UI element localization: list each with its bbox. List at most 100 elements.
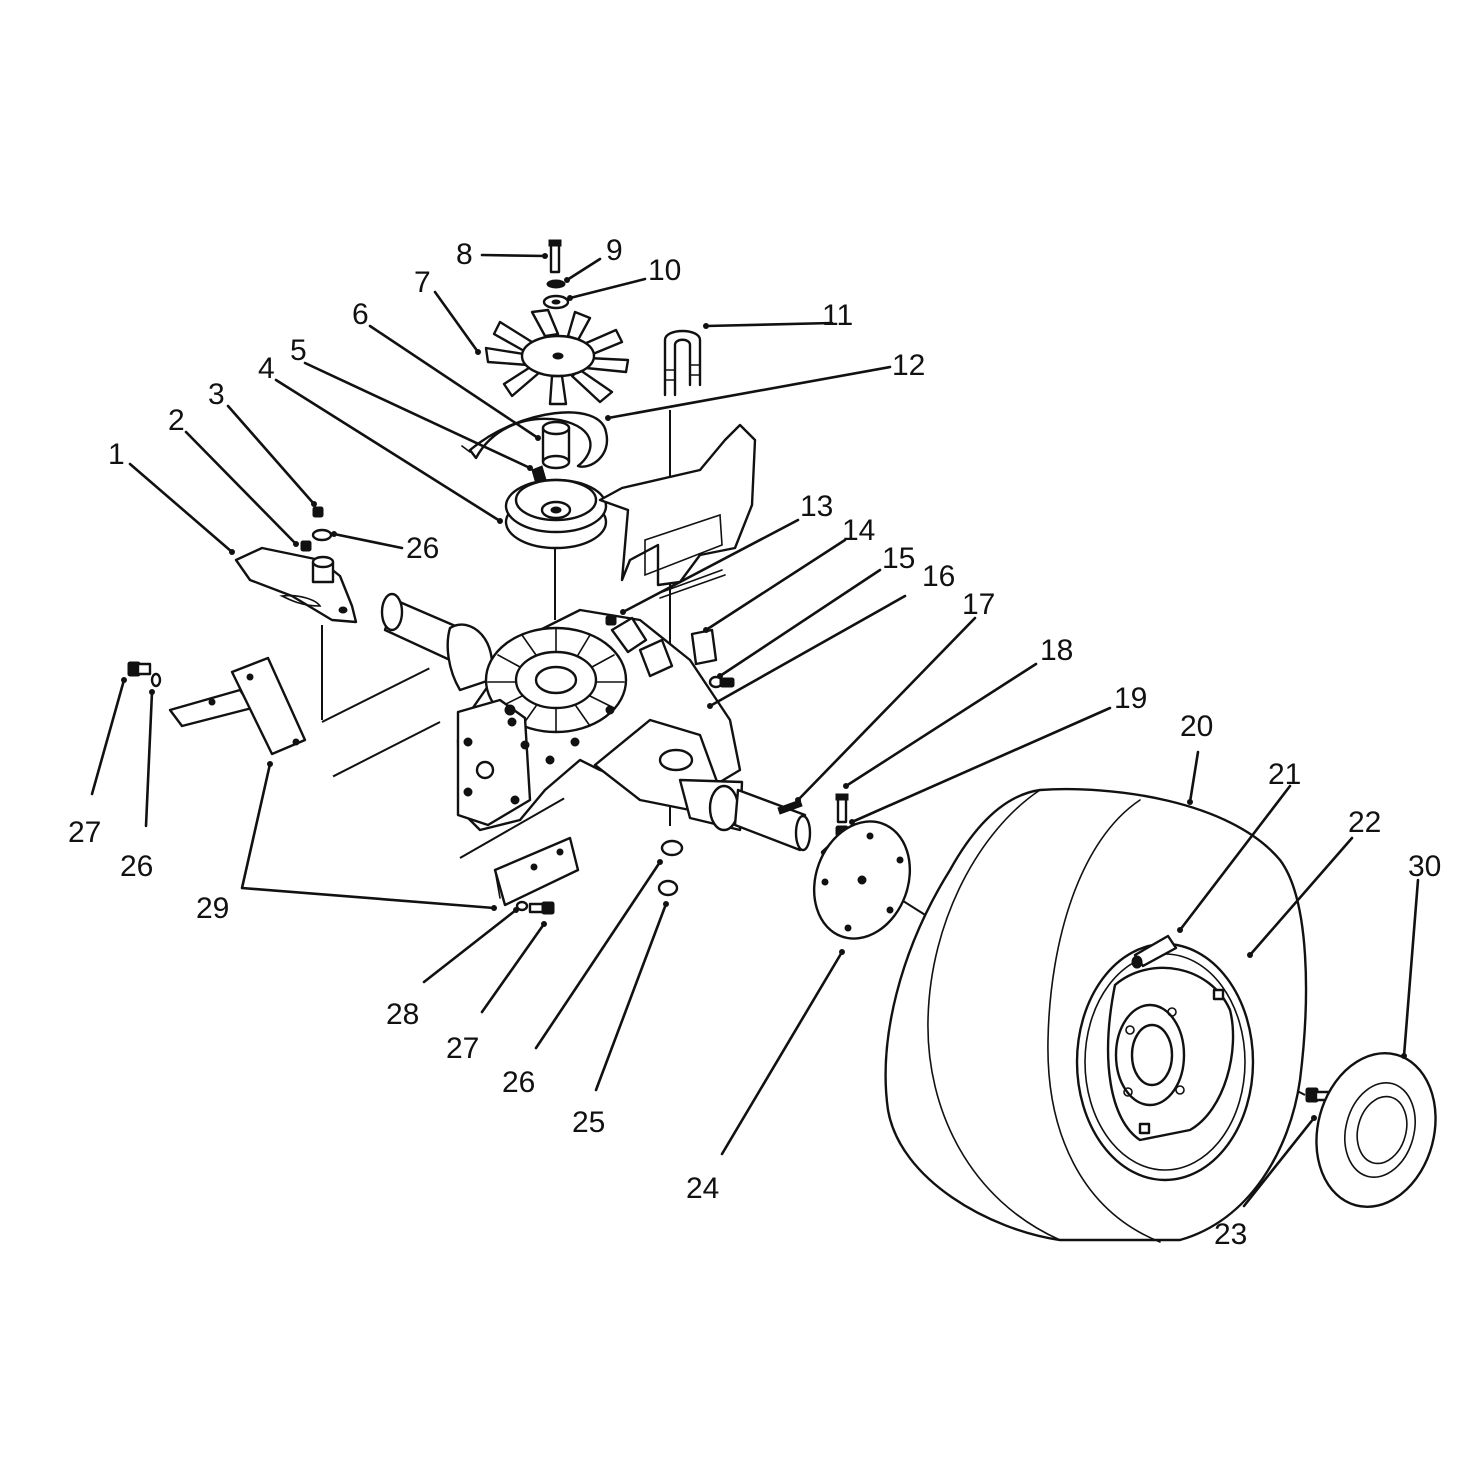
- callout-20: 20: [1180, 710, 1213, 743]
- leader-27b: [480, 922, 546, 1014]
- callout-14: 14: [842, 514, 875, 547]
- leader-10: [568, 277, 647, 300]
- hub-24: [812, 820, 912, 940]
- callout-5: 5: [290, 334, 307, 367]
- callout-11: 11: [822, 299, 853, 332]
- hub-cap-30: [1315, 1051, 1437, 1209]
- leader-15: [718, 568, 882, 678]
- callout-3: 3: [208, 378, 225, 411]
- bolt-27-left: [127, 661, 152, 677]
- leader-23: [1242, 1116, 1316, 1208]
- callout-16: 16: [922, 560, 955, 593]
- leader-27a: [90, 678, 126, 796]
- key-17: [777, 799, 803, 815]
- nut-25: [657, 879, 679, 897]
- leader-16: [708, 594, 907, 708]
- callout-8: 8: [456, 238, 473, 271]
- callout-9: 9: [606, 234, 623, 267]
- callout-27b: 27: [446, 1032, 479, 1065]
- leader-8: [480, 253, 547, 258]
- callout-15: 15: [882, 542, 915, 575]
- leader-30: [1402, 878, 1420, 1058]
- callout-17: 17: [962, 588, 995, 621]
- callout-22: 22: [1348, 806, 1381, 839]
- leader-29: [240, 762, 496, 910]
- callout-29: 29: [196, 892, 229, 925]
- frame-bracket: [598, 423, 757, 599]
- bolt-27-lower: [528, 901, 555, 915]
- leader-1: [128, 462, 234, 554]
- callout-23: 23: [1214, 1218, 1247, 1251]
- leader-26c: [534, 860, 662, 1050]
- nut-3: [312, 506, 324, 518]
- fan-7: [484, 308, 630, 406]
- leader-28: [422, 908, 518, 984]
- leader-17: [796, 616, 977, 802]
- leader-26b: [144, 690, 154, 828]
- callout-28: 28: [386, 998, 419, 1031]
- callout-12: 12: [892, 349, 925, 382]
- pulley-4: [504, 478, 608, 550]
- callout-6: 6: [352, 298, 369, 331]
- leader-20: [1188, 750, 1200, 804]
- leader-14: [704, 538, 847, 632]
- callout-18: 18: [1040, 634, 1073, 667]
- leader-18: [844, 662, 1038, 788]
- callout-21: 21: [1268, 758, 1301, 791]
- bolt-16: [719, 677, 735, 688]
- valve-stem-21: [1131, 934, 1178, 969]
- leader-2: [184, 430, 298, 546]
- callout-26a: 26: [406, 532, 439, 565]
- callout-13: 13: [800, 490, 833, 523]
- callout-19: 19: [1114, 682, 1147, 715]
- callout-25: 25: [572, 1106, 605, 1139]
- nut-13: [605, 615, 617, 626]
- leader-26a: [332, 532, 404, 550]
- leader-12: [606, 365, 892, 420]
- leader-lines: [90, 253, 1420, 1208]
- washer-10: [542, 294, 570, 310]
- callout-27a: 27: [68, 816, 101, 849]
- belt-guard-12: [461, 411, 609, 468]
- callout-10: 10: [648, 254, 681, 287]
- bracket-29-lower: [493, 836, 580, 907]
- bracket-14: [690, 628, 718, 666]
- callout-26b: 26: [120, 850, 153, 883]
- leader-3: [226, 404, 316, 506]
- callout-4: 4: [258, 352, 275, 385]
- transaxle-housing: [380, 592, 812, 852]
- leader-11: [704, 321, 834, 328]
- washer-26-upper: [311, 528, 333, 542]
- leader-22: [1248, 836, 1354, 957]
- callout-30: 30: [1408, 850, 1441, 883]
- leader-5: [303, 361, 532, 470]
- leader-7: [433, 290, 480, 354]
- leader-25: [594, 902, 668, 1092]
- callout-1: 1: [108, 438, 125, 471]
- bolt-18: [835, 793, 849, 824]
- callout-2: 2: [168, 404, 185, 437]
- leader-21: [1178, 784, 1292, 932]
- callout-labels: 1 2 3 4 5 6 7 8 9 10 11 12 13 14 15 16 1…: [68, 234, 1441, 1251]
- washer-28: [515, 900, 529, 912]
- leader-13: [621, 518, 800, 614]
- u-bolt-11: [663, 329, 702, 397]
- rim-22: [1075, 942, 1255, 1182]
- callout-24: 24: [686, 1172, 719, 1205]
- bracket-1: [234, 546, 358, 624]
- leader-19: [850, 706, 1112, 824]
- callout-26c: 26: [502, 1066, 535, 1099]
- leader-6: [368, 324, 540, 440]
- washer-26-left: [150, 672, 162, 688]
- parts-layer: [127, 239, 1437, 1243]
- nut-2: [300, 540, 312, 552]
- bolt-8: [548, 239, 562, 274]
- callout-7: 7: [414, 266, 431, 299]
- leader-9: [565, 257, 602, 282]
- leader-endpoints: [121, 253, 1407, 1121]
- lock-washer-9: [546, 279, 566, 289]
- leader-24: [720, 950, 844, 1156]
- spacer-6: [541, 420, 571, 470]
- bracket-29-left: [168, 656, 307, 756]
